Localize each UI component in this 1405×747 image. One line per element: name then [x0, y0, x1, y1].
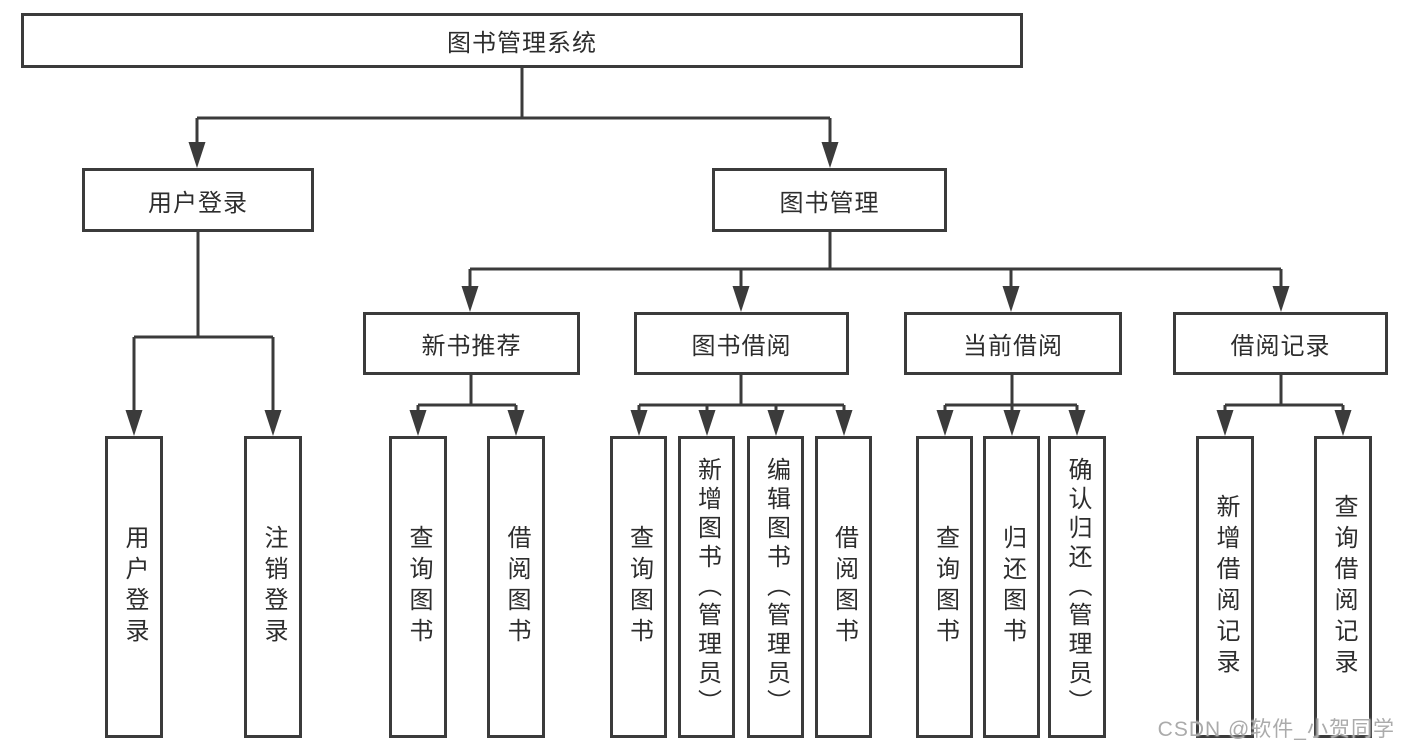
leaf-query-books-current-label: 查询图书: [931, 525, 959, 649]
node-borrow-records: 借阅记录: [1173, 312, 1388, 375]
leaf-edit-book-admin: 编辑图书（管理员）: [747, 436, 804, 738]
leaf-confirm-return-admin-label: 确认归还（管理员）: [1064, 456, 1091, 718]
arrowhead-icons: [125, 142, 1352, 436]
node-book-borrow-label: 图书借阅: [691, 333, 792, 360]
leaf-query-books-recommend: 查询图书: [389, 436, 447, 738]
leaf-return-books: 归还图书: [983, 436, 1040, 738]
leaf-query-borrow-record-label: 查询借阅记录: [1330, 494, 1357, 680]
node-book-management-label: 图书管理: [779, 189, 880, 217]
leaf-user-login: 用户登录: [105, 436, 163, 738]
node-root-system: 图书管理系统: [21, 13, 1023, 68]
csdn-watermark: CSDN @软件_小贺同学: [1157, 718, 1395, 741]
leaf-add-borrow-record: 新增借阅记录: [1196, 436, 1254, 738]
leaf-query-books-recommend-label: 查询图书: [405, 525, 432, 649]
leaf-logout-login-label: 注销登录: [260, 525, 287, 649]
leaf-query-books-borrow-label: 查询图书: [625, 525, 653, 649]
leaf-user-login-label: 用户登录: [121, 525, 148, 649]
leaf-query-books-current: 查询图书: [916, 436, 973, 738]
leaf-add-borrow-record-label: 新增借阅记录: [1212, 494, 1239, 680]
node-current-borrow-label: 当前借阅: [963, 333, 1063, 360]
leaf-logout-login: 注销登录: [244, 436, 302, 738]
node-root-label: 图书管理系统: [447, 30, 597, 57]
leaf-edit-book-admin-label: 编辑图书（管理员）: [762, 456, 790, 718]
leaf-borrow-books: 借阅图书: [815, 436, 872, 738]
leaf-add-book-admin: 新增图书（管理员）: [678, 436, 735, 738]
leaf-borrow-books-recommend: 借阅图书: [487, 436, 545, 738]
leaf-borrow-books-label: 借阅图书: [830, 525, 858, 649]
leaf-query-borrow-record: 查询借阅记录: [1314, 436, 1372, 738]
node-new-book-recommend: 新书推荐: [363, 312, 580, 375]
node-user-login-label: 用户登录: [148, 189, 248, 217]
leaf-return-books-label: 归还图书: [998, 525, 1026, 649]
node-book-management: 图书管理: [712, 168, 947, 232]
node-borrow-records-label: 借阅记录: [1230, 333, 1331, 360]
node-book-borrow: 图书借阅: [634, 312, 849, 375]
node-new-book-recommend-label: 新书推荐: [421, 333, 522, 360]
leaf-query-books-borrow: 查询图书: [610, 436, 667, 738]
leaf-add-book-admin-label: 新增图书（管理员）: [693, 456, 721, 718]
leaf-confirm-return-admin: 确认归还（管理员）: [1048, 436, 1106, 738]
leaf-borrow-books-recommend-label: 借阅图书: [503, 525, 530, 649]
node-user-login: 用户登录: [82, 168, 314, 232]
node-current-borrow: 当前借阅: [904, 312, 1122, 375]
